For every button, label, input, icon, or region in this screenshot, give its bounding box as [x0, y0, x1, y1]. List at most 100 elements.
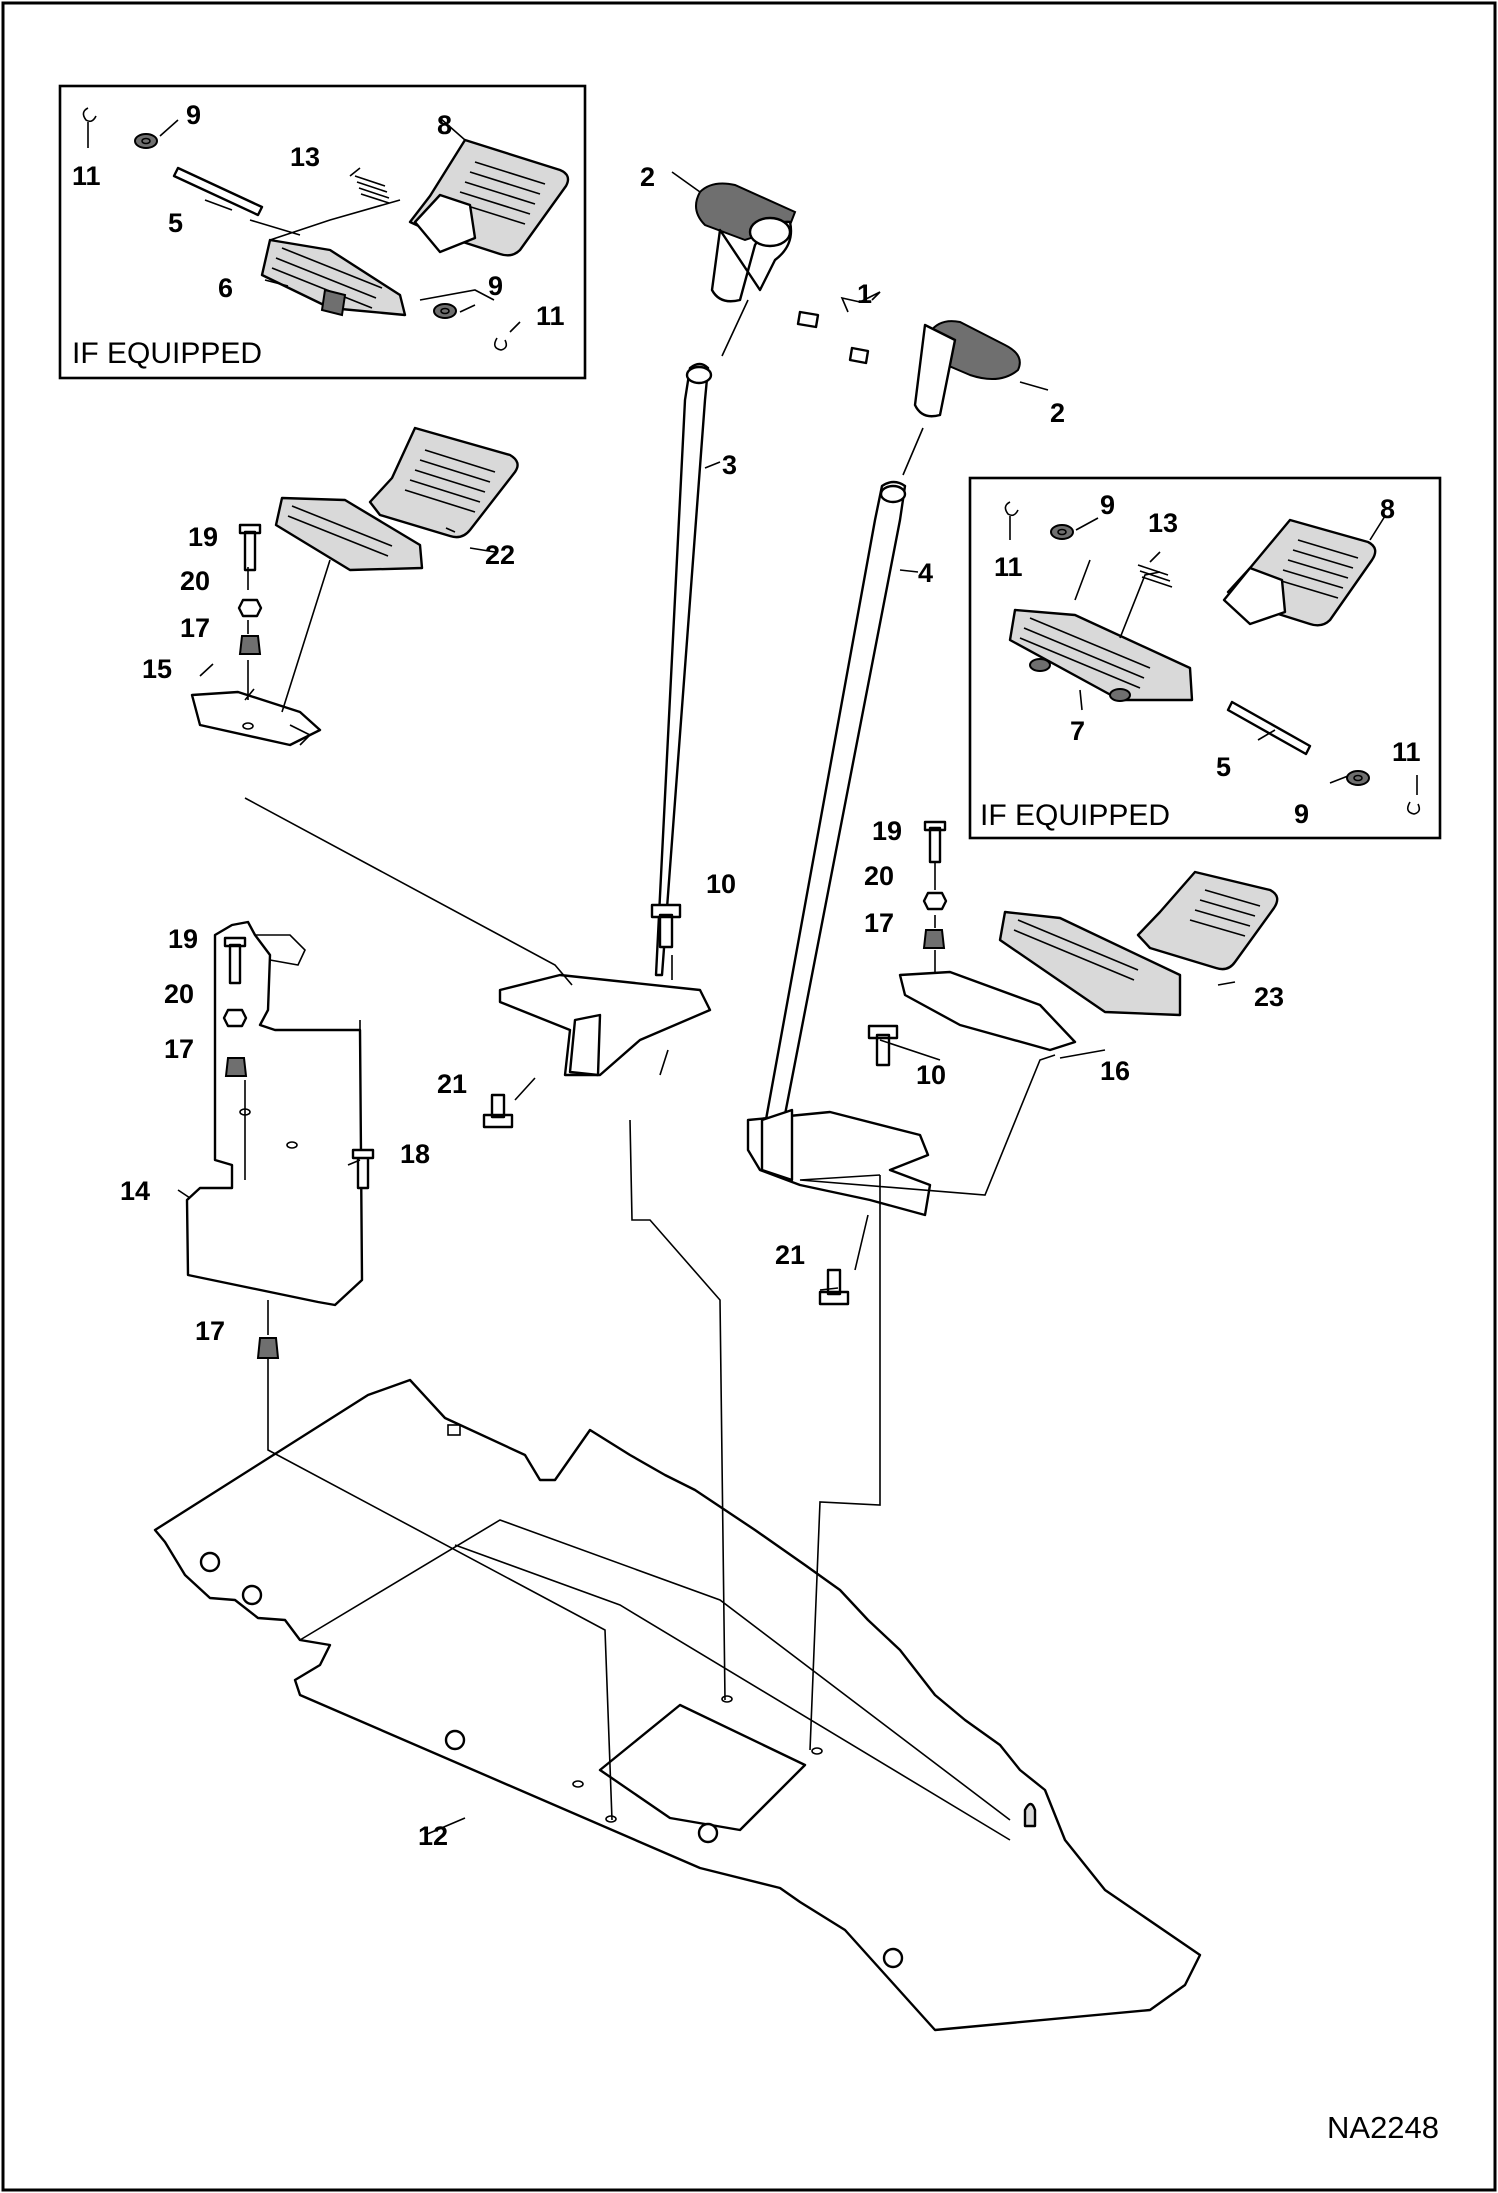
- pedal-23-top: [1136, 870, 1279, 971]
- pin-icon: [172, 166, 264, 217]
- callout-17: 17: [864, 908, 894, 938]
- pedal-base-lug: [320, 288, 347, 317]
- callout-10: 10: [916, 1060, 946, 1090]
- lever-rod-top: [685, 365, 713, 385]
- nut-icon: [237, 598, 263, 618]
- callout-2: 2: [640, 162, 655, 192]
- pedal-plate-hole: [242, 722, 254, 730]
- lever-socket-end: [748, 216, 792, 248]
- washer-icon-4: [1346, 770, 1370, 786]
- bracket-14-tab: [255, 934, 306, 966]
- clip-icon-2: [493, 337, 508, 351]
- callout-20: 20: [864, 861, 894, 891]
- right-pedal-23: [898, 820, 1279, 1052]
- pedal-plate-icon: [190, 690, 322, 747]
- clip-icon-3: [1004, 501, 1019, 517]
- inset-right-leaders: [1009, 515, 1418, 795]
- washer-icon-2: [433, 303, 457, 319]
- callout-15: 15: [142, 654, 172, 684]
- flange-bolt-icon: [650, 903, 682, 949]
- lever-rod-icon: [654, 362, 710, 977]
- lever-rod-top-2: [879, 484, 907, 504]
- washer-hole-3: [1057, 528, 1067, 536]
- bushing-icon: [238, 635, 262, 655]
- pedal-base-ridges-2: [1019, 617, 1151, 689]
- inset-right-title: IF EQUIPPED: [980, 799, 1170, 832]
- lever-bracket-flange: [568, 1013, 602, 1077]
- flange-bolt-icon-4: [818, 1268, 850, 1306]
- callout-3: 3: [722, 450, 737, 480]
- left-lever-assembly: [498, 182, 820, 1077]
- pedal-base-boss: [1029, 658, 1051, 672]
- bushing-icon-2: [922, 929, 946, 949]
- right-lever-assembly: [746, 320, 1021, 1217]
- callout-13: 13: [1148, 508, 1178, 538]
- callout-5: 5: [1216, 752, 1231, 782]
- callout-11: 11: [72, 161, 101, 191]
- screw-icon: [796, 310, 820, 329]
- pedal-23-ridges: [1189, 889, 1261, 937]
- nut-icon-3: [222, 1008, 248, 1028]
- spring-icon-2: [1137, 564, 1173, 588]
- floor-plate-12: [153, 1378, 1202, 2032]
- pedal-22-base-ridges: [287, 505, 393, 557]
- callout-4: 4: [918, 558, 933, 588]
- pedal-base-boss-2: [1109, 688, 1131, 702]
- bushing-icon-4: [256, 1337, 280, 1359]
- callout-22: 22: [485, 540, 515, 570]
- lever-bracket-icon: [498, 973, 712, 1077]
- nut-icon-2: [922, 891, 948, 911]
- callout-8: 8: [437, 110, 452, 140]
- inset-left-leaders: [87, 117, 521, 333]
- inset-right-frame: [968, 476, 1442, 840]
- callout-9: 9: [186, 100, 201, 130]
- washer-hole-2: [440, 307, 450, 315]
- callouts: 2 1 2 3 4 22 19 20 17 15 19 20 17 10 23 …: [120, 162, 1284, 1851]
- inset-left-frame: [58, 84, 587, 380]
- screw-icon-2: [848, 346, 870, 365]
- callout-14: 14: [120, 1176, 150, 1206]
- bracket-14-hole-2: [286, 1141, 298, 1149]
- pedal-top-ridges: [454, 161, 546, 225]
- callout-21: 21: [437, 1069, 467, 1099]
- callout-19: 19: [872, 816, 902, 846]
- callout-13: 13: [290, 142, 320, 172]
- spring-icon: [354, 175, 390, 204]
- callout-16: 16: [1100, 1056, 1130, 1086]
- callout-6: 6: [218, 273, 233, 303]
- callout-8: 8: [1380, 494, 1395, 524]
- callout-18: 18: [400, 1139, 430, 1169]
- clip-icon: [82, 107, 97, 123]
- inset-left-title: IF EQUIPPED: [72, 337, 262, 370]
- clip-icon-4: [1406, 801, 1421, 815]
- callout-11: 11: [1392, 737, 1421, 767]
- washer-icon-3: [1050, 524, 1074, 540]
- lever-bracket-flange-2: [760, 1108, 794, 1182]
- pin-icon-2: [1226, 700, 1312, 756]
- callout-17: 17: [195, 1316, 225, 1346]
- bolt-icon-4: [351, 1148, 375, 1190]
- bolt-icon-3: [223, 936, 247, 985]
- callout-17: 17: [164, 1034, 194, 1064]
- floor-plate-outline: [153, 1378, 1202, 2032]
- bolt-icon-2: [923, 820, 947, 864]
- washer-hole-4: [1353, 774, 1363, 782]
- callout-9: 9: [1294, 799, 1309, 829]
- callout-17: 17: [180, 613, 210, 643]
- bushing-icon-3: [224, 1057, 248, 1077]
- callout-9: 9: [488, 271, 503, 301]
- callout-1: 1: [857, 279, 872, 309]
- callout-19: 19: [188, 522, 218, 552]
- pedal-base-ridges: [271, 247, 383, 309]
- bracket-14-body: [185, 920, 364, 1307]
- callout-23: 23: [1254, 982, 1284, 1012]
- figure-id: NA2248: [1327, 2110, 1439, 2145]
- callout-11: 11: [994, 552, 1023, 582]
- pedal-hinge-icon: [413, 193, 477, 254]
- flange-bolt-icon-3: [482, 1093, 514, 1129]
- pedal-23-base: [998, 910, 1182, 1017]
- pedal-22-top: [368, 426, 519, 539]
- pedal-bracket-14: [185, 920, 375, 1359]
- callout-20: 20: [180, 566, 210, 596]
- callout-21: 21: [775, 1240, 805, 1270]
